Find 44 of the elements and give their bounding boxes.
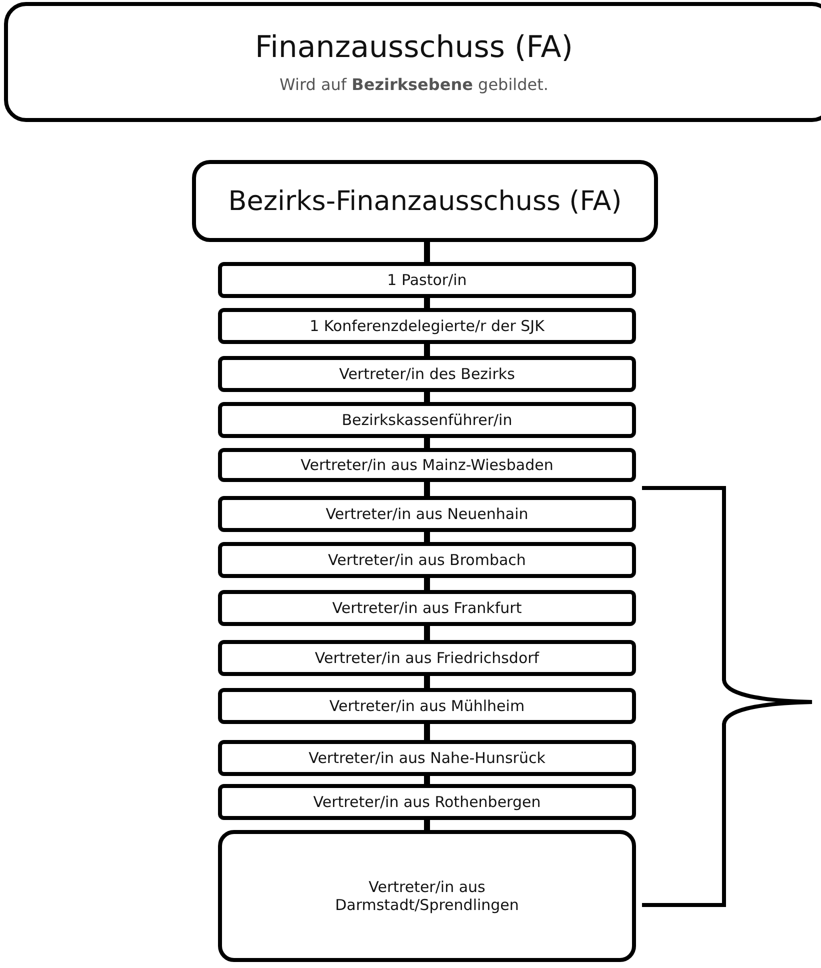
box-label: Vertreter/in aus Mainz-Wiesbaden [300, 456, 554, 474]
box-label: Bezirks-Finanzausschuss (FA) [228, 186, 622, 216]
title-box [4, 2, 821, 122]
member-box [218, 356, 636, 392]
member-box [218, 448, 636, 482]
connector-line [424, 438, 430, 448]
box-label: 1 Pastor/in [387, 271, 467, 289]
connector-line [424, 724, 430, 740]
member-box [218, 688, 636, 724]
connector-line [424, 482, 430, 496]
box-label: 1 Konferenzdelegierte/r der SJK [310, 317, 544, 335]
connector-line [424, 344, 430, 356]
member-box [218, 308, 636, 344]
heading: Finanzausschuss (FA) [255, 30, 573, 65]
member-box [218, 640, 636, 676]
member-box [218, 784, 636, 820]
connector-line [424, 392, 430, 402]
box-label: Vertreter/in aus Mühlheim [329, 697, 525, 715]
box-label: Bezirkskassenführer/in [342, 411, 512, 429]
member-box [218, 262, 636, 298]
member-box [218, 740, 636, 776]
connector-line [424, 242, 430, 262]
member-box [218, 402, 636, 438]
connector-line [424, 298, 430, 308]
connector-line [424, 626, 430, 640]
member-box [218, 590, 636, 626]
box-label: Vertreter/in aus Darmstadt/Sprendlingen [334, 878, 520, 914]
box-label: Vertreter/in aus Friedrichsdorf [314, 649, 540, 667]
box-label: Vertreter/in aus Brombach [328, 551, 526, 569]
box-label: Vertreter/in aus Nahe-Hunsrück [308, 749, 546, 767]
box-label: Vertreter/in aus Neuenhain [326, 505, 528, 523]
member-box [218, 496, 636, 532]
box-label: Vertreter/in aus Rothenbergen [313, 793, 541, 811]
connector-line [424, 532, 430, 542]
box-label: Vertreter/in des Bezirks [339, 365, 515, 383]
connector-line [424, 676, 430, 688]
description: Wird auf Bezirksebene gebildet. [280, 75, 548, 94]
member-box [218, 830, 636, 962]
box-label: Vertreter/in aus Frankfurt [332, 599, 522, 617]
connector-line [424, 776, 430, 784]
connector-line [424, 578, 430, 590]
member-box [218, 542, 636, 578]
connector-line [424, 820, 430, 830]
committee-box [192, 160, 658, 242]
